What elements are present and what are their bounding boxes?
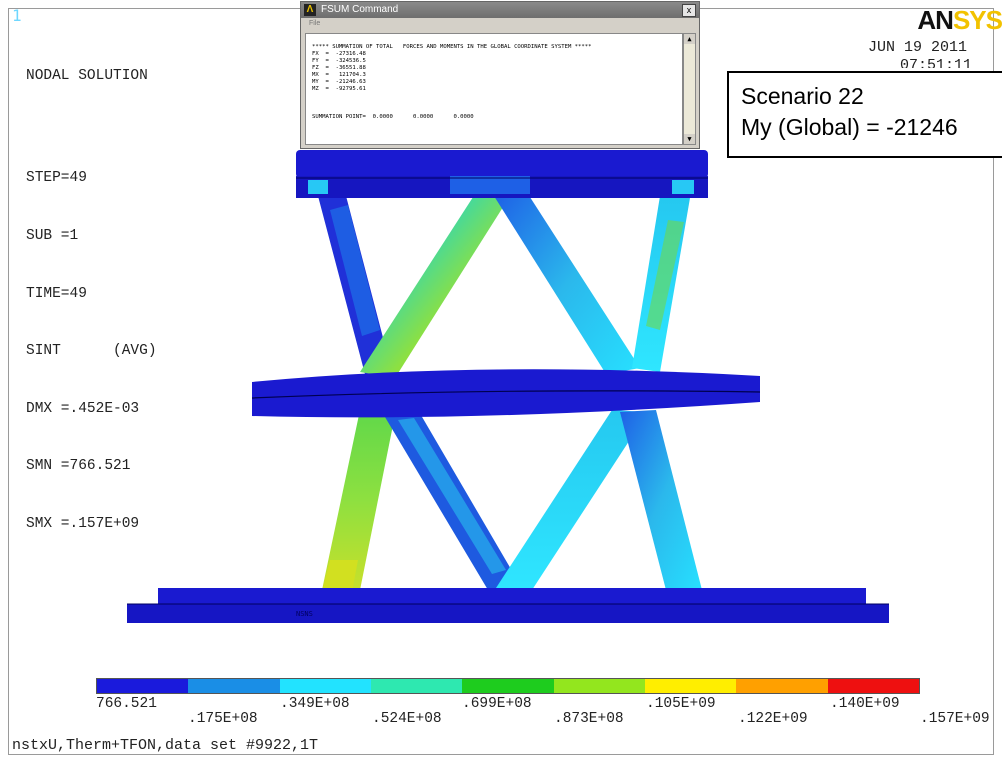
- fsum-row-fz: FZ = -36551.88: [312, 65, 366, 71]
- base-label: NSNS: [296, 610, 313, 618]
- contour-legend-bar: [96, 678, 920, 694]
- fsum-header: ***** SUMMATION OF TOTAL FORCES AND MOME…: [312, 44, 592, 50]
- legend-label-top-3: .699E+08: [462, 696, 532, 712]
- strut-upper-right-inner: [494, 194, 640, 374]
- legend-swatch-4: [370, 679, 463, 693]
- time-stamp: 07:51:11: [900, 57, 973, 68]
- fsum-title-bar[interactable]: Λ FSUM Command x: [301, 2, 699, 18]
- top-plate: [296, 150, 708, 198]
- legend-swatch-8: [736, 679, 828, 693]
- legend-swatch-3: [279, 679, 371, 693]
- logo-an: AN: [917, 5, 954, 35]
- legend-label-top-4: .105E+09: [646, 696, 716, 712]
- strut-lower-right-outer: [620, 410, 702, 590]
- legend-label-bottom-1: .175E+08: [188, 711, 258, 727]
- top-plate-pad-left: [308, 180, 328, 194]
- strut-upper-right-outer-shade: [646, 220, 684, 330]
- footer-title: nstxU,Therm+TFON,data set #9922,1T: [12, 737, 319, 754]
- solution-info: NODAL SOLUTION STEP=49 SUB =1 TIME=49 SI…: [26, 29, 157, 553]
- strut-lower-right-inner: [496, 410, 648, 590]
- legend-swatch-6: [553, 679, 645, 693]
- fsum-row-fx: FX = -27316.48: [312, 51, 366, 57]
- close-icon[interactable]: x: [682, 4, 696, 17]
- base-plate: NSNS: [127, 588, 889, 623]
- scroll-down-icon[interactable]: ▼: [684, 134, 695, 144]
- legend-label-bottom-5: .157E+09: [920, 711, 990, 727]
- fsum-row-mz: MZ = -92795.61: [312, 86, 366, 92]
- fsum-command-window[interactable]: Λ FSUM Command x File ***** SUMMATION OF…: [300, 1, 700, 149]
- base-plate-upper: [158, 588, 866, 604]
- time-value: TIME=49: [26, 285, 87, 302]
- strut-upper-left-shade: [330, 205, 380, 336]
- window-number: 1: [12, 6, 22, 25]
- scenario-title: Scenario 22: [741, 83, 864, 109]
- middle-disk: [251, 369, 761, 418]
- strut-lower-left-yellow: [322, 560, 358, 592]
- fsum-summation-point: SUMMATION POINT= 0.0000 0.0000 0.0000: [312, 114, 474, 120]
- top-plate-pad-right: [672, 180, 694, 194]
- legend-label-top-2: .349E+08: [280, 696, 350, 712]
- scroll-up-icon[interactable]: ▲: [684, 34, 695, 44]
- lower-struts: [322, 410, 702, 592]
- strut-upper-left-inner: [360, 194, 510, 378]
- legend-swatch-5: [462, 679, 554, 693]
- menu-file[interactable]: File: [309, 20, 321, 27]
- sint-label: SINT (AVG): [26, 343, 157, 360]
- legend-swatch-1: [97, 679, 189, 693]
- scenario-moment: My (Global) = -21246: [741, 114, 958, 140]
- logo-sys: SYS: [952, 5, 1002, 35]
- ansys-app-icon: Λ: [304, 4, 316, 16]
- legend-label-top-5: .140E+09: [830, 696, 900, 712]
- legend-label-bottom-4: .122E+09: [738, 711, 808, 727]
- middle-disk-body: [252, 369, 760, 418]
- upper-struts: [318, 192, 690, 378]
- base-plate-lower: [127, 604, 889, 623]
- solution-title: NODAL SOLUTION: [26, 68, 148, 85]
- legend-label-bottom-3: .873E+08: [554, 711, 624, 727]
- dmx-value: DMX =.452E-03: [26, 400, 140, 417]
- legend-label-top-1: 766.521: [96, 696, 157, 712]
- legend-swatch-2: [188, 679, 280, 693]
- fsum-scrollbar[interactable]: ▲ ▼: [683, 33, 696, 145]
- smx-value: SMX =.157E+09: [26, 516, 140, 533]
- fsum-row-mx: MX = 121704.3: [312, 72, 366, 78]
- step-value: STEP=49: [26, 170, 87, 187]
- strut-lower-left-inner-shade: [398, 418, 506, 574]
- strut-lower-left-outer: [322, 410, 396, 590]
- date-stamp: JUN 19 2011: [868, 39, 968, 56]
- legend-swatch-7: [644, 679, 737, 693]
- sub-value: SUB =1: [26, 228, 79, 245]
- top-plate-hub: [450, 176, 530, 194]
- smn-value: SMN =766.521: [26, 458, 131, 475]
- fsum-output: ***** SUMMATION OF TOTAL FORCES AND MOME…: [305, 33, 683, 145]
- fsum-row-fy: FY = -324536.5: [312, 58, 366, 64]
- top-plate-body: [296, 150, 708, 178]
- ansys-logo: ANSYS: [917, 5, 1002, 36]
- fsum-title: FSUM Command: [321, 4, 399, 15]
- fsum-row-my: MY = -21246.63: [312, 79, 366, 85]
- legend-swatch-9: [827, 679, 919, 693]
- legend-label-bottom-2: .524E+08: [372, 711, 442, 727]
- scenario-callout: Scenario 22 My (Global) = -21246: [727, 71, 1002, 158]
